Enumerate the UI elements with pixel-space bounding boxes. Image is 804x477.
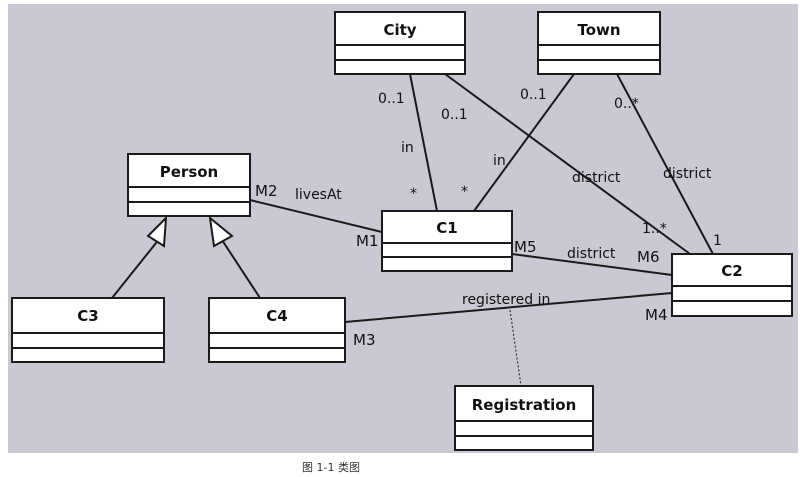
role-m2: M2 <box>255 182 278 200</box>
mult-city-c2-at-c2: 1..* <box>642 221 667 237</box>
mult-town-c2-at-town: 0..* <box>614 96 639 112</box>
assoc-city-c1 <box>409 73 438 212</box>
label-town-c2: district <box>663 166 712 182</box>
class-registration: Registration <box>454 385 594 451</box>
assoc-person-c1 <box>249 199 383 233</box>
mult-town-c1-at-town: 0..1 <box>520 87 547 103</box>
role-m4: M4 <box>645 306 668 324</box>
class-town: Town <box>537 11 661 75</box>
generalization-c4-person <box>208 215 261 299</box>
label-town-c1: in <box>493 153 506 169</box>
class-name-town: Town <box>577 21 620 39</box>
class-c3: C3 <box>11 297 165 363</box>
association-lines <box>249 73 714 323</box>
mult-town-c1-at-c1: * <box>461 184 468 200</box>
role-m5: M5 <box>514 238 537 256</box>
role-m6: M6 <box>637 248 660 266</box>
class-city: City <box>334 11 466 75</box>
assoc-c4-c2 <box>344 292 673 323</box>
label-registered-in: registered in <box>462 292 550 308</box>
generalization-c3-person <box>111 215 168 299</box>
assoc-city-c2 <box>444 73 691 255</box>
assoc-town-c1 <box>473 73 575 212</box>
label-city-c1: in <box>401 140 414 156</box>
mult-city-c1-at-c1: * <box>410 186 417 202</box>
class-c2: C2 <box>671 253 793 317</box>
class-name-c1: C1 <box>436 219 457 237</box>
class-name-c2: C2 <box>721 262 742 280</box>
label-lives-at: livesAt <box>295 187 342 203</box>
label-city-c2: district <box>572 170 621 186</box>
class-c1: C1 <box>381 210 513 272</box>
class-name-registration: Registration <box>472 396 577 414</box>
class-name-city: City <box>383 21 416 39</box>
mult-town-c2-at-c2: 1 <box>713 233 722 249</box>
role-m3: M3 <box>353 331 376 349</box>
figure-caption: 图 1-1 类图 <box>302 460 360 474</box>
mult-city-c2-at-city: 0..1 <box>441 107 468 123</box>
role-m1: M1 <box>356 232 379 250</box>
assoc-town-c2 <box>616 73 714 255</box>
mult-city-c1-at-city: 0..1 <box>378 91 405 107</box>
label-c1-c2-district: district <box>567 246 616 262</box>
association-class-link <box>509 309 522 387</box>
class-name-c4: C4 <box>266 307 287 325</box>
class-person: Person <box>127 153 251 217</box>
class-c4: C4 <box>208 297 346 363</box>
class-name-person: Person <box>160 163 218 181</box>
generalization-triangle-c3 <box>146 215 168 248</box>
generalization-triangle-c4 <box>208 215 234 248</box>
assoc-c1-c2 <box>511 253 673 276</box>
class-name-c3: C3 <box>77 307 98 325</box>
